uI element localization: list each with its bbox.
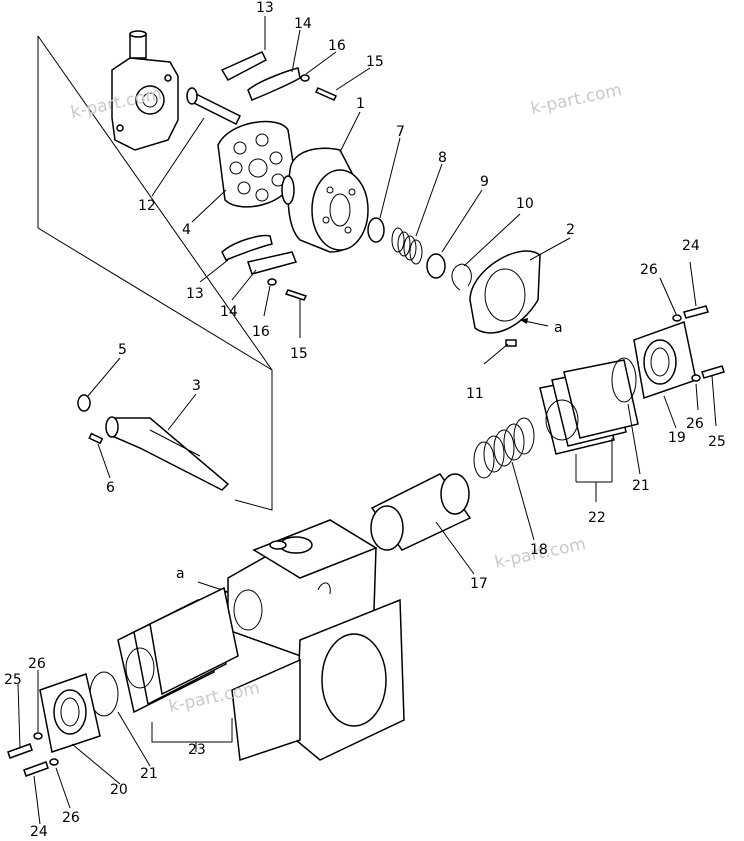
label-part-16-lower: 16	[252, 324, 270, 340]
label-part-12: 12	[138, 198, 156, 214]
label-part-18: 18	[530, 542, 548, 558]
label-part-19: 19	[668, 430, 686, 446]
label-part-24-lower: 24	[30, 824, 48, 840]
label-part-9: 9	[480, 174, 489, 190]
valve-body-part	[111, 30, 179, 151]
label-part-13-upper: 13	[256, 0, 274, 16]
part-21-o-ring-upper	[611, 357, 637, 403]
label-part-1: 1	[356, 96, 365, 112]
label-part-13-lower: 13	[186, 286, 204, 302]
part-22-shim-stack	[539, 359, 639, 455]
part-9-ring	[426, 253, 446, 279]
label-part-20: 20	[110, 782, 128, 798]
part-18-spring	[473, 417, 535, 479]
part-25-bolt-lower	[7, 743, 33, 759]
part-15-lower-bolt	[284, 289, 308, 301]
label-part-25-upper: 25	[708, 434, 726, 450]
part-11-pin	[505, 339, 517, 347]
part-3-shaft	[105, 416, 230, 491]
label-part-26-lower-a: 26	[28, 656, 46, 672]
part-24-bolt-upper	[683, 305, 709, 319]
label-part-6: 6	[106, 480, 115, 496]
part-15-upper-bolt	[314, 87, 338, 101]
part-13-lower-retainer	[221, 234, 273, 261]
part-20-cover-lower	[39, 673, 101, 753]
part-26-washer-a	[33, 732, 43, 740]
part-5-collar	[77, 394, 91, 412]
part-10-snap-ring	[451, 263, 472, 291]
label-part-4: 4	[182, 222, 191, 238]
label-part-15-lower: 15	[290, 346, 308, 362]
label-part-5: 5	[118, 342, 127, 358]
part-14-upper-plate	[247, 67, 301, 101]
part-13-upper-retainer	[220, 51, 267, 81]
part-8-spring	[391, 227, 423, 265]
part-17-piston	[370, 473, 472, 551]
label-part-21-lower: 21	[140, 766, 158, 782]
part-7-ring	[367, 217, 385, 243]
part-14-lower-plate	[247, 251, 298, 275]
part-26-washer-b	[49, 758, 59, 766]
label-part-21-upper: 21	[632, 478, 650, 494]
part-16-lower-washer	[267, 278, 277, 286]
label-part-25-lower: 25	[4, 672, 22, 688]
part-25-bolt-upper	[701, 365, 725, 379]
part-23-shim-stack	[117, 586, 239, 714]
arrow-ref-a-lower: a	[176, 566, 185, 582]
watermark-2: k-part.com	[529, 80, 624, 119]
part-24-bolt-lower	[23, 761, 49, 777]
label-part-3: 3	[192, 378, 201, 394]
part-6-key	[88, 432, 104, 445]
part-12-spool	[186, 87, 242, 126]
label-part-11: 11	[466, 386, 484, 402]
part-1-cylinder-block	[281, 147, 369, 253]
arrow-ref-a-upper: a	[554, 320, 563, 336]
label-part-10: 10	[516, 196, 534, 212]
assembly-bracket-box	[37, 35, 273, 511]
label-part-7: 7	[396, 124, 405, 140]
label-part-26-lower-b: 26	[62, 810, 80, 826]
label-part-14-lower: 14	[220, 304, 238, 320]
leader-lines	[17, 16, 717, 825]
label-part-2: 2	[566, 222, 575, 238]
label-part-16-upper: 16	[328, 38, 346, 54]
label-part-14-upper: 14	[294, 16, 312, 32]
part-2-swash-plate	[469, 250, 549, 334]
label-part-8: 8	[438, 150, 447, 166]
part-19-cover-upper	[633, 321, 697, 399]
label-part-23: 23	[188, 742, 206, 758]
label-part-26-upper: 26	[640, 262, 658, 278]
label-part-15-upper: 15	[366, 54, 384, 70]
label-part-22: 22	[588, 510, 606, 526]
part-26-washer-d	[691, 374, 701, 382]
part-16-upper-washer	[300, 74, 310, 82]
label-part-24-upper: 24	[682, 238, 700, 254]
label-part-26-mid: 26	[686, 416, 704, 432]
pump-housing	[227, 519, 405, 762]
part-26-washer-c	[672, 314, 682, 322]
label-part-17: 17	[470, 576, 488, 592]
